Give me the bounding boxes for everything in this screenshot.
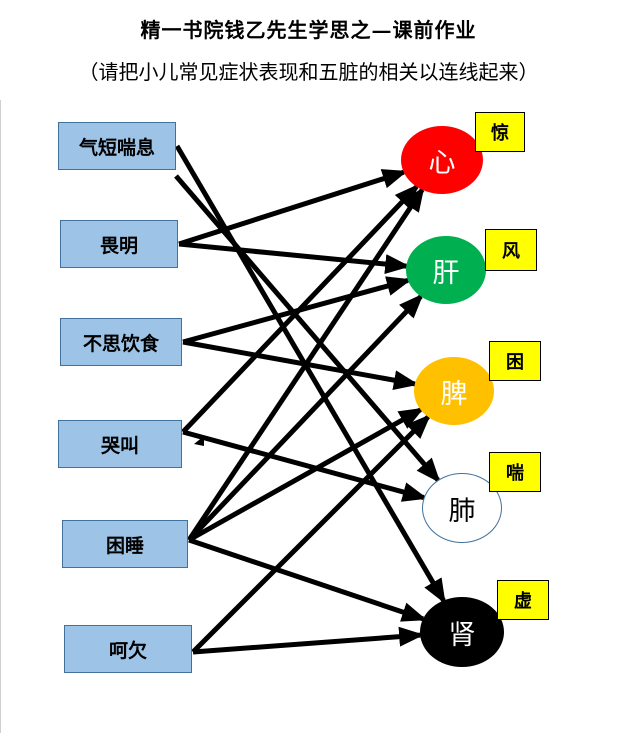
symptom-box-crying: 哭叫: [58, 420, 182, 468]
tag-label: 喘: [506, 463, 524, 484]
organ-label: 肾: [448, 619, 476, 651]
tag-liver: 风: [485, 229, 537, 271]
arrow-s5-to-liver: [187, 293, 424, 542]
arrow-s2-to-heart: [178, 169, 408, 247]
organ-lung: 肺: [422, 473, 502, 543]
symptom-box-yawning: 呵欠: [64, 625, 192, 673]
symptom-box-shortness-of-breath: 气短喘息: [58, 122, 176, 170]
tag-spleen: 困: [489, 341, 541, 381]
symptom-label: 畏明: [99, 234, 138, 257]
organ-label: 肝: [432, 257, 460, 289]
arrow-s6-to-kidney: [192, 626, 425, 655]
organ-kidney: 肾: [420, 597, 504, 667]
symptom-box-no-appetite: 不思饮食: [60, 318, 182, 366]
arrow-s2-to-liver: [178, 241, 411, 275]
arrow-s4-to-heart: [181, 183, 420, 434]
organ-label: 心: [428, 147, 456, 179]
symptom-label: 哭叫: [100, 434, 139, 457]
tag-lung: 喘: [489, 452, 541, 492]
page-border: [0, 100, 1, 733]
tag-label: 虚: [514, 591, 532, 612]
page-title: 精一书院钱乙先生学思之—课前作业: [140, 18, 477, 42]
arrow-s6-to-spleen: [191, 414, 431, 654]
tag-label: 风: [502, 241, 520, 262]
symptom-label: 呵欠: [108, 639, 147, 662]
organ-heart: 心: [401, 126, 483, 194]
organ-label: 肺: [448, 495, 476, 527]
tag-label: 惊: [491, 123, 509, 144]
arrow-s3-to-spleen: [182, 339, 419, 391]
symptom-box-photophobia: 畏明: [60, 220, 178, 268]
tag-label: 困: [506, 352, 524, 373]
symptom-label: 困睡: [105, 534, 144, 557]
stray-triangle-mark: [194, 436, 204, 446]
arrow-s4-to-lung: [182, 429, 428, 502]
arrow-s5-to-kidney: [188, 537, 427, 622]
page-subtitle: （请把小儿常见症状表现和五脏的相关以连线起来）: [78, 60, 539, 84]
arrow-s1-to-lung: [174, 174, 441, 484]
organ-label: 脾: [440, 378, 468, 410]
symptom-label: 不思饮食: [82, 332, 159, 355]
organ-spleen: 脾: [414, 357, 494, 425]
symptom-box-drowsiness: 困睡: [62, 520, 188, 568]
tag-kidney: 虚: [497, 580, 549, 620]
symptom-label: 气短喘息: [78, 136, 155, 159]
arrow-s1-to-kidney: [174, 144, 446, 605]
arrow-s5-to-heart: [186, 186, 425, 542]
organ-liver: 肝: [406, 236, 486, 304]
tag-heart: 惊: [475, 112, 525, 152]
arrow-s5-to-spleen: [187, 407, 425, 543]
